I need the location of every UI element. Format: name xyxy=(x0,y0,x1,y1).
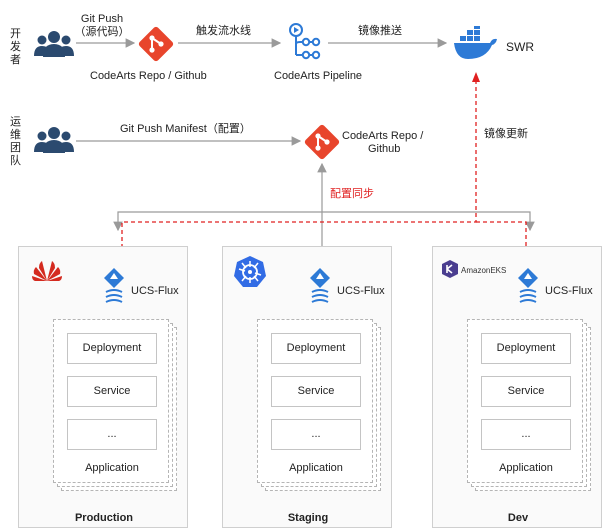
kubernetes-logo-icon xyxy=(234,256,266,287)
cluster-name-dev: Dev xyxy=(507,512,529,524)
ellipsis-box: ... xyxy=(271,419,361,450)
config-sync-line-dev xyxy=(322,211,535,232)
config-repo-label-line1: CodeArts Repo / xyxy=(342,130,424,142)
trigger-pipeline-label: 触发流水线 xyxy=(196,25,251,37)
cluster-panel-production: UCS-Flux Deployment Service ... Applicat… xyxy=(18,246,188,528)
swr-label: SWR xyxy=(506,40,534,54)
application-label: Application xyxy=(85,462,139,474)
image-update-line xyxy=(121,80,477,258)
git-push-sub-label: （源代码） xyxy=(74,26,130,38)
image-push-label: 镜像推送 xyxy=(358,25,402,37)
huawei-logo-icon xyxy=(32,261,62,281)
pipeline-icon xyxy=(289,23,321,60)
cluster-name-staging: Staging xyxy=(287,512,329,524)
git-repo-icon xyxy=(138,26,174,62)
application-label: Application xyxy=(499,462,553,474)
ops-team-label: 运维团队 xyxy=(10,116,21,167)
cluster-name-production: Production xyxy=(74,512,134,524)
ucs-flux-label: UCS-Flux xyxy=(337,285,385,297)
config-sync-line xyxy=(113,211,323,246)
repo-label: CodeArts Repo / Github xyxy=(90,70,207,82)
deployment-box: Deployment xyxy=(481,333,571,364)
ucs-flux-icon xyxy=(518,268,538,303)
service-box: Service xyxy=(271,376,361,407)
config-repo-icon xyxy=(304,124,340,160)
application-label: Application xyxy=(289,462,343,474)
ellipsis-box: ... xyxy=(67,419,157,450)
ucs-flux-label: UCS-Flux xyxy=(131,285,179,297)
developers-group-icon xyxy=(34,31,74,57)
docker-icon xyxy=(454,26,497,59)
ucs-flux-label: UCS-Flux xyxy=(545,285,593,297)
service-box: Service xyxy=(67,376,157,407)
deployment-box: Deployment xyxy=(67,333,157,364)
ucs-flux-icon xyxy=(310,268,330,303)
git-push-label: Git Push xyxy=(80,13,124,25)
ucs-flux-icon xyxy=(104,268,124,303)
cluster-panel-dev: AmazonEKS UCS-Flux Deployment Service ..… xyxy=(432,246,602,528)
deployment-box: Deployment xyxy=(271,333,361,364)
developers-label: 开发者 xyxy=(10,28,21,66)
ellipsis-box: ... xyxy=(481,419,571,450)
pipeline-label: CodeArts Pipeline xyxy=(274,70,363,82)
ops-team-group-icon xyxy=(34,127,74,153)
config-sync-label: 配置同步 xyxy=(330,188,374,200)
service-box: Service xyxy=(481,376,571,407)
cluster-panel-staging: UCS-Flux Deployment Service ... Applicat… xyxy=(222,246,392,528)
amazon-eks-logo-icon xyxy=(442,260,458,278)
image-update-label: 镜像更新 xyxy=(484,128,528,140)
amazon-eks-brand-text: AmazonEKS xyxy=(461,266,507,275)
config-repo-label-line2: Github xyxy=(368,143,401,155)
manifest-push-label: Git Push Manifest（配置） xyxy=(120,123,251,135)
